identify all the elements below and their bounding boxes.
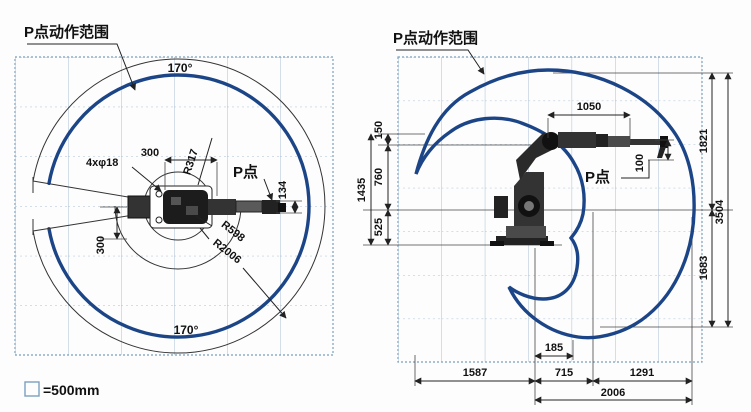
r598-arc	[114, 205, 242, 270]
svg-text:4xφ18: 4xφ18	[86, 157, 118, 169]
dim-left-column: 150 760 525 1435	[356, 121, 392, 246]
top-view-title-leader	[27, 43, 136, 91]
dim-300-offset: 300	[95, 206, 127, 254]
svg-text:2006: 2006	[601, 387, 625, 399]
robot-top-view	[127, 185, 286, 229]
svg-text:185: 185	[545, 342, 563, 354]
svg-text:150: 150	[373, 121, 385, 139]
angle-top-label: 170°	[168, 61, 193, 75]
svg-text:1435: 1435	[356, 178, 368, 202]
svg-text:1587: 1587	[463, 367, 487, 379]
p-point-envelope-side	[414, 68, 696, 340]
svg-text:P点: P点	[585, 169, 610, 186]
dim-bottom-rows: 185 1587 715 1291 2006	[414, 342, 693, 404]
svg-text:715: 715	[555, 367, 573, 379]
svg-text:1821: 1821	[698, 129, 710, 153]
svg-text:300: 300	[141, 147, 159, 159]
svg-text:1050: 1050	[577, 101, 601, 113]
side-view-title-leader	[396, 49, 485, 75]
legend-label: =500mm	[43, 382, 99, 398]
dim-134: 134	[276, 180, 302, 214]
p-point-envelope-top	[47, 73, 311, 339]
svg-text:1683: 1683	[698, 256, 710, 280]
svg-text:760: 760	[373, 168, 385, 186]
angle-bottom-label: 170°	[174, 323, 199, 337]
robot-side-view	[490, 132, 668, 246]
svg-text:P点: P点	[233, 164, 258, 181]
side-view-panel: P点动作范围 1050 100 P点 150 760	[356, 29, 733, 405]
scale-legend: =500mm	[24, 381, 99, 398]
side-view-grid-border	[397, 56, 703, 363]
dim-300-width: 300	[141, 147, 218, 196]
svg-text:300: 300	[95, 236, 107, 254]
p-point-callout-top: P点	[233, 164, 274, 201]
legend-square-icon	[24, 381, 40, 397]
svg-text:525: 525	[373, 218, 385, 236]
top-view-title: P点动作范围	[24, 23, 109, 41]
holes-callout: 4xφ18	[86, 157, 162, 192]
svg-text:134: 134	[277, 180, 289, 199]
svg-text:3504: 3504	[714, 199, 726, 224]
top-view-panel: P点动作范围 170° 170° 300 4xφ18 R317 P点	[14, 23, 334, 398]
svg-text:100: 100	[634, 154, 646, 172]
side-view-grid	[398, 57, 702, 362]
p-point-callout-side: P点	[585, 160, 650, 186]
dim-1050: 1050	[547, 101, 631, 142]
outer-envelope-circle	[32, 58, 326, 354]
dim-100: 100	[634, 139, 674, 172]
svg-text:1291: 1291	[630, 367, 654, 379]
side-view-title: P点动作范围	[393, 29, 478, 47]
dead-zone-wedge	[32, 177, 147, 235]
dim-right-column: 1821 1683 3504	[698, 72, 732, 328]
